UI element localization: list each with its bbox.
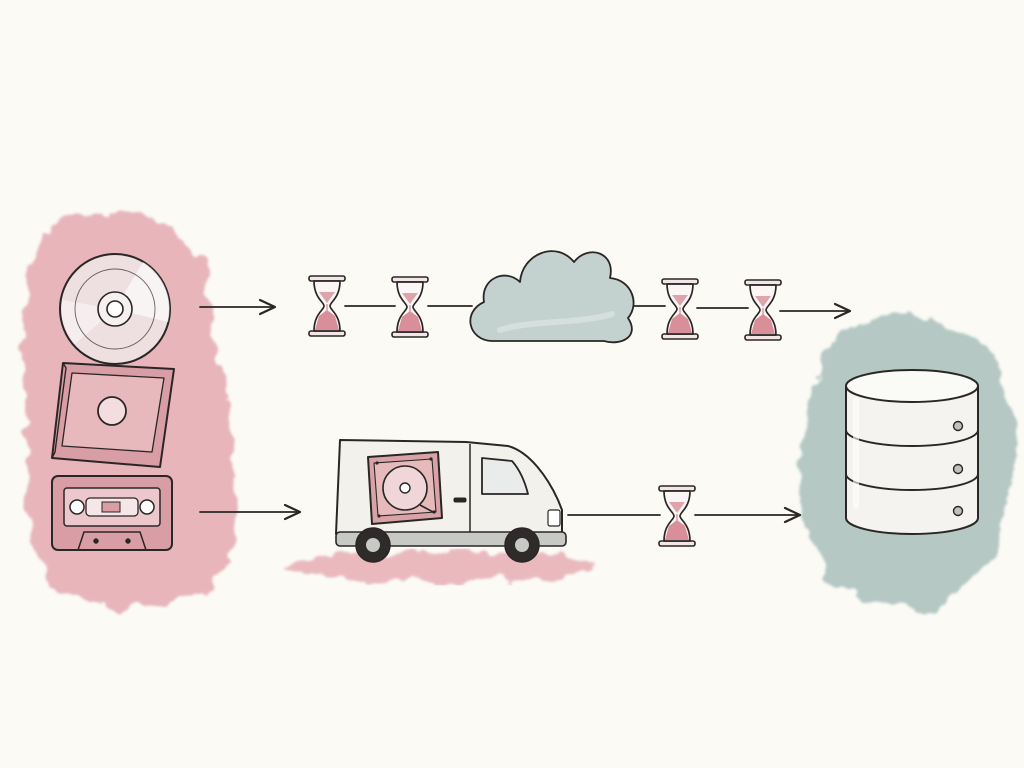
hourglass-icon xyxy=(391,276,429,338)
compact-disc-icon xyxy=(59,253,171,365)
database-icon xyxy=(845,369,979,535)
hard-drive-icon xyxy=(367,451,443,525)
hourglass-icon xyxy=(308,275,346,337)
cassette-tape-icon xyxy=(51,475,173,551)
hourglass-icon xyxy=(661,278,699,340)
hourglass-icon xyxy=(744,279,782,341)
network-route xyxy=(199,298,852,320)
van-shadow-wash xyxy=(285,554,595,580)
shipping-route xyxy=(199,503,802,524)
disc-case-icon xyxy=(51,362,175,468)
delivery-van-icon xyxy=(335,439,567,563)
cloud-icon xyxy=(469,250,635,344)
hourglass-group xyxy=(308,275,782,547)
hourglass-icon xyxy=(658,485,696,547)
